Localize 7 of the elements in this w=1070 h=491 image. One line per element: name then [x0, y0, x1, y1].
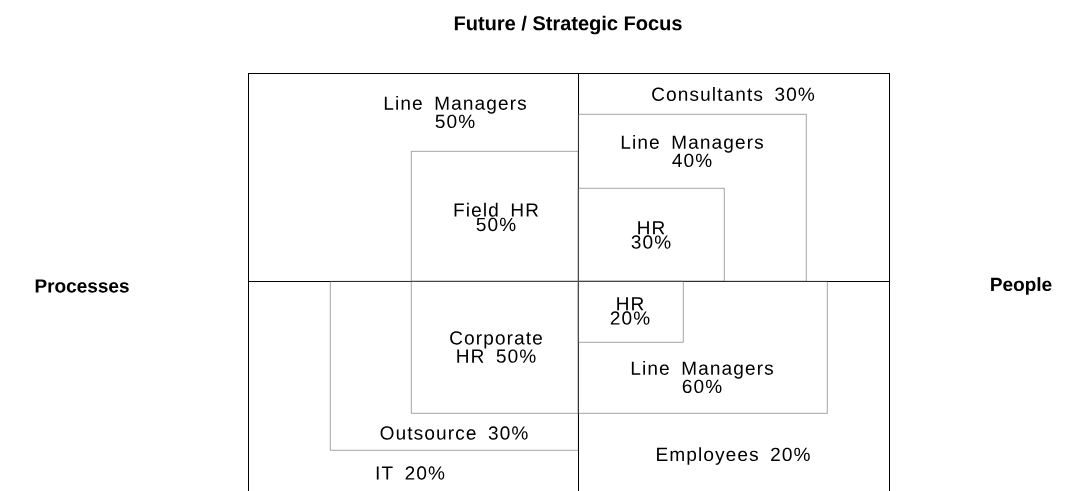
axis-label: Processes	[35, 279, 129, 293]
quadrant-box: Corporate HR 50%	[411, 281, 579, 414]
axis-label: People	[991, 277, 1052, 295]
quadrant-box: HR 20%	[578, 281, 684, 343]
quadrant-box: HR 30%	[578, 188, 725, 282]
quadrant-box: Field HR 50%	[411, 151, 579, 282]
title: Future / Strategic Focus	[454, 15, 682, 35]
